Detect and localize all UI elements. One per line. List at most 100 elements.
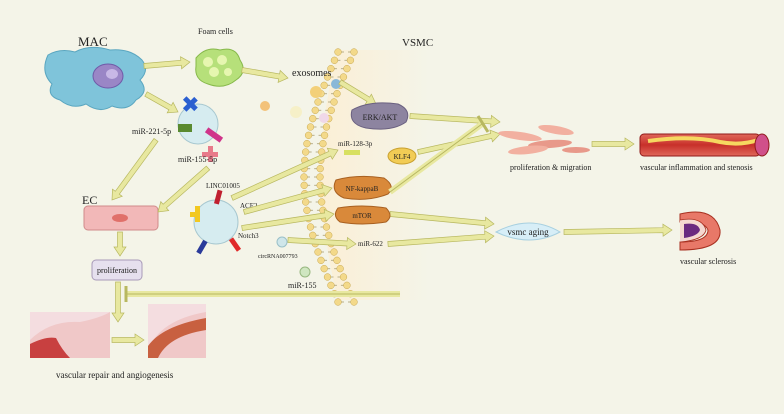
- membrane-head: [322, 223, 331, 231]
- membrane-head: [343, 65, 351, 73]
- proliferation-box: [91, 259, 143, 281]
- arrow-repair-before-after: [111, 333, 145, 347]
- arrow-ace2-to-nfkb: [242, 184, 333, 215]
- erk-akt-label: ERK/AKT: [363, 113, 398, 122]
- vsmc-aging-shape: [494, 222, 562, 241]
- membrane-head: [346, 56, 355, 64]
- mir-155-inhibition-line: [124, 286, 400, 302]
- exosome-dot: [319, 113, 329, 123]
- membrane-head: [320, 131, 329, 139]
- mir-155-label: miR-155: [288, 281, 316, 290]
- membrane-head: [330, 248, 338, 256]
- foam-cell: [195, 48, 244, 87]
- exosome-dot: [290, 106, 302, 118]
- receptor-cell: [190, 189, 242, 255]
- membrane-head: [311, 106, 319, 114]
- membrane-head: [319, 140, 327, 148]
- membrane-head: [333, 256, 341, 264]
- membrane-head: [323, 273, 332, 281]
- arrow-mir155-to-ec: [157, 165, 211, 213]
- membrane-head: [302, 148, 310, 156]
- membrane-head: [327, 106, 335, 114]
- membrane-head: [339, 73, 348, 81]
- mac-cell: [44, 46, 146, 110]
- arrow-foam-to-exosomes: [241, 67, 289, 83]
- membrane-head: [306, 223, 315, 231]
- foam-cells-label: Foam cells: [198, 27, 233, 36]
- vessel-section-after: [148, 304, 206, 358]
- arrow-ec-to-proliferation: [113, 231, 127, 257]
- membrane-head: [303, 206, 311, 214]
- arrow-notch3-to-mtor: [241, 208, 335, 231]
- membrane-head: [304, 131, 313, 139]
- membrane-head: [309, 231, 317, 239]
- proliferation-migration-label: proliferation & migration: [510, 163, 591, 172]
- exosome-dot: [331, 79, 341, 89]
- membrane-head: [350, 298, 358, 306]
- membrane-head: [323, 73, 332, 81]
- membrane-head: [334, 48, 342, 56]
- membrane-head: [322, 123, 331, 131]
- arrows: [111, 56, 673, 347]
- vsmc-label: VSMC: [402, 37, 433, 49]
- vessel-stenosis: [639, 133, 770, 157]
- klf4-inhibition-line: [388, 115, 490, 195]
- membrane-head: [325, 231, 333, 239]
- arrow-linc-to-mir128: [230, 147, 339, 201]
- arrow-mac-to-foam: [143, 56, 191, 70]
- membrane-head: [333, 90, 341, 98]
- membrane-head: [350, 48, 358, 56]
- arrow-mac-to-exosome-cell: [144, 91, 179, 114]
- membrane-head: [300, 173, 308, 181]
- arrow-mir221-to-ec: [111, 138, 159, 201]
- vascular-repair-label: vascular repair and angiogenesis: [56, 370, 174, 380]
- mir-221-5p-label: miR-221-5p: [132, 127, 171, 136]
- membrane-head: [339, 273, 348, 281]
- vascular-inflammation-label: vascular inflammation and stenosis: [640, 163, 753, 172]
- ec-label: EC: [82, 193, 97, 207]
- circrna-label: circRNA007793: [258, 254, 298, 260]
- ec-cell: [83, 205, 159, 231]
- arrow-mir622-to-aging: [387, 230, 495, 247]
- membrane-head: [343, 281, 351, 289]
- membrane-head: [303, 140, 311, 148]
- arrow-erk-to-proliferation: [409, 113, 501, 129]
- mtor-label: mTOR: [352, 212, 372, 220]
- mir-155-vesicle: [299, 266, 311, 278]
- exosome-cell: [177, 96, 224, 162]
- membrane-head: [330, 98, 338, 106]
- membrane-head: [327, 281, 335, 289]
- membrane-head: [318, 198, 326, 206]
- membrane-head: [314, 98, 322, 106]
- membrane-head: [330, 56, 339, 64]
- vessel-section-before: [30, 312, 110, 358]
- nf-kappab-label: NF-kappaB: [346, 185, 379, 193]
- membrane-head: [316, 173, 324, 181]
- proliferation-label: proliferation: [97, 266, 137, 275]
- erk-akt-shape: [350, 102, 409, 130]
- membrane-head: [306, 123, 315, 131]
- smooth-muscle-cells: [498, 124, 590, 155]
- membrane-head: [316, 165, 324, 173]
- membrane-head: [317, 256, 325, 264]
- membrane-head: [309, 115, 317, 123]
- vessel-sclerosis: [679, 211, 721, 251]
- notch3-label: Notch3: [238, 232, 259, 240]
- linc01005-label: LINC01005: [206, 182, 240, 190]
- mtor-shape: [334, 205, 391, 225]
- mir-128-3p-marker: [344, 150, 360, 155]
- arrow-mtor-to-aging: [389, 211, 495, 230]
- nf-kappab-shape: [333, 175, 392, 200]
- ace2-label: ACE2: [240, 202, 258, 210]
- exosome-dot: [260, 101, 270, 111]
- membrane-head: [334, 298, 342, 306]
- arrow-circrna-to-mir622: [287, 236, 357, 251]
- mir-155-5p-label: miR-155-5p: [178, 155, 217, 164]
- exosome-dot: [310, 86, 322, 98]
- arrow-proliferation-to-inflammation: [591, 137, 635, 151]
- arrow-aging-to-sclerosis: [563, 223, 673, 237]
- mac-label: MAC: [78, 34, 108, 49]
- klf4-label: KLF4: [394, 153, 411, 161]
